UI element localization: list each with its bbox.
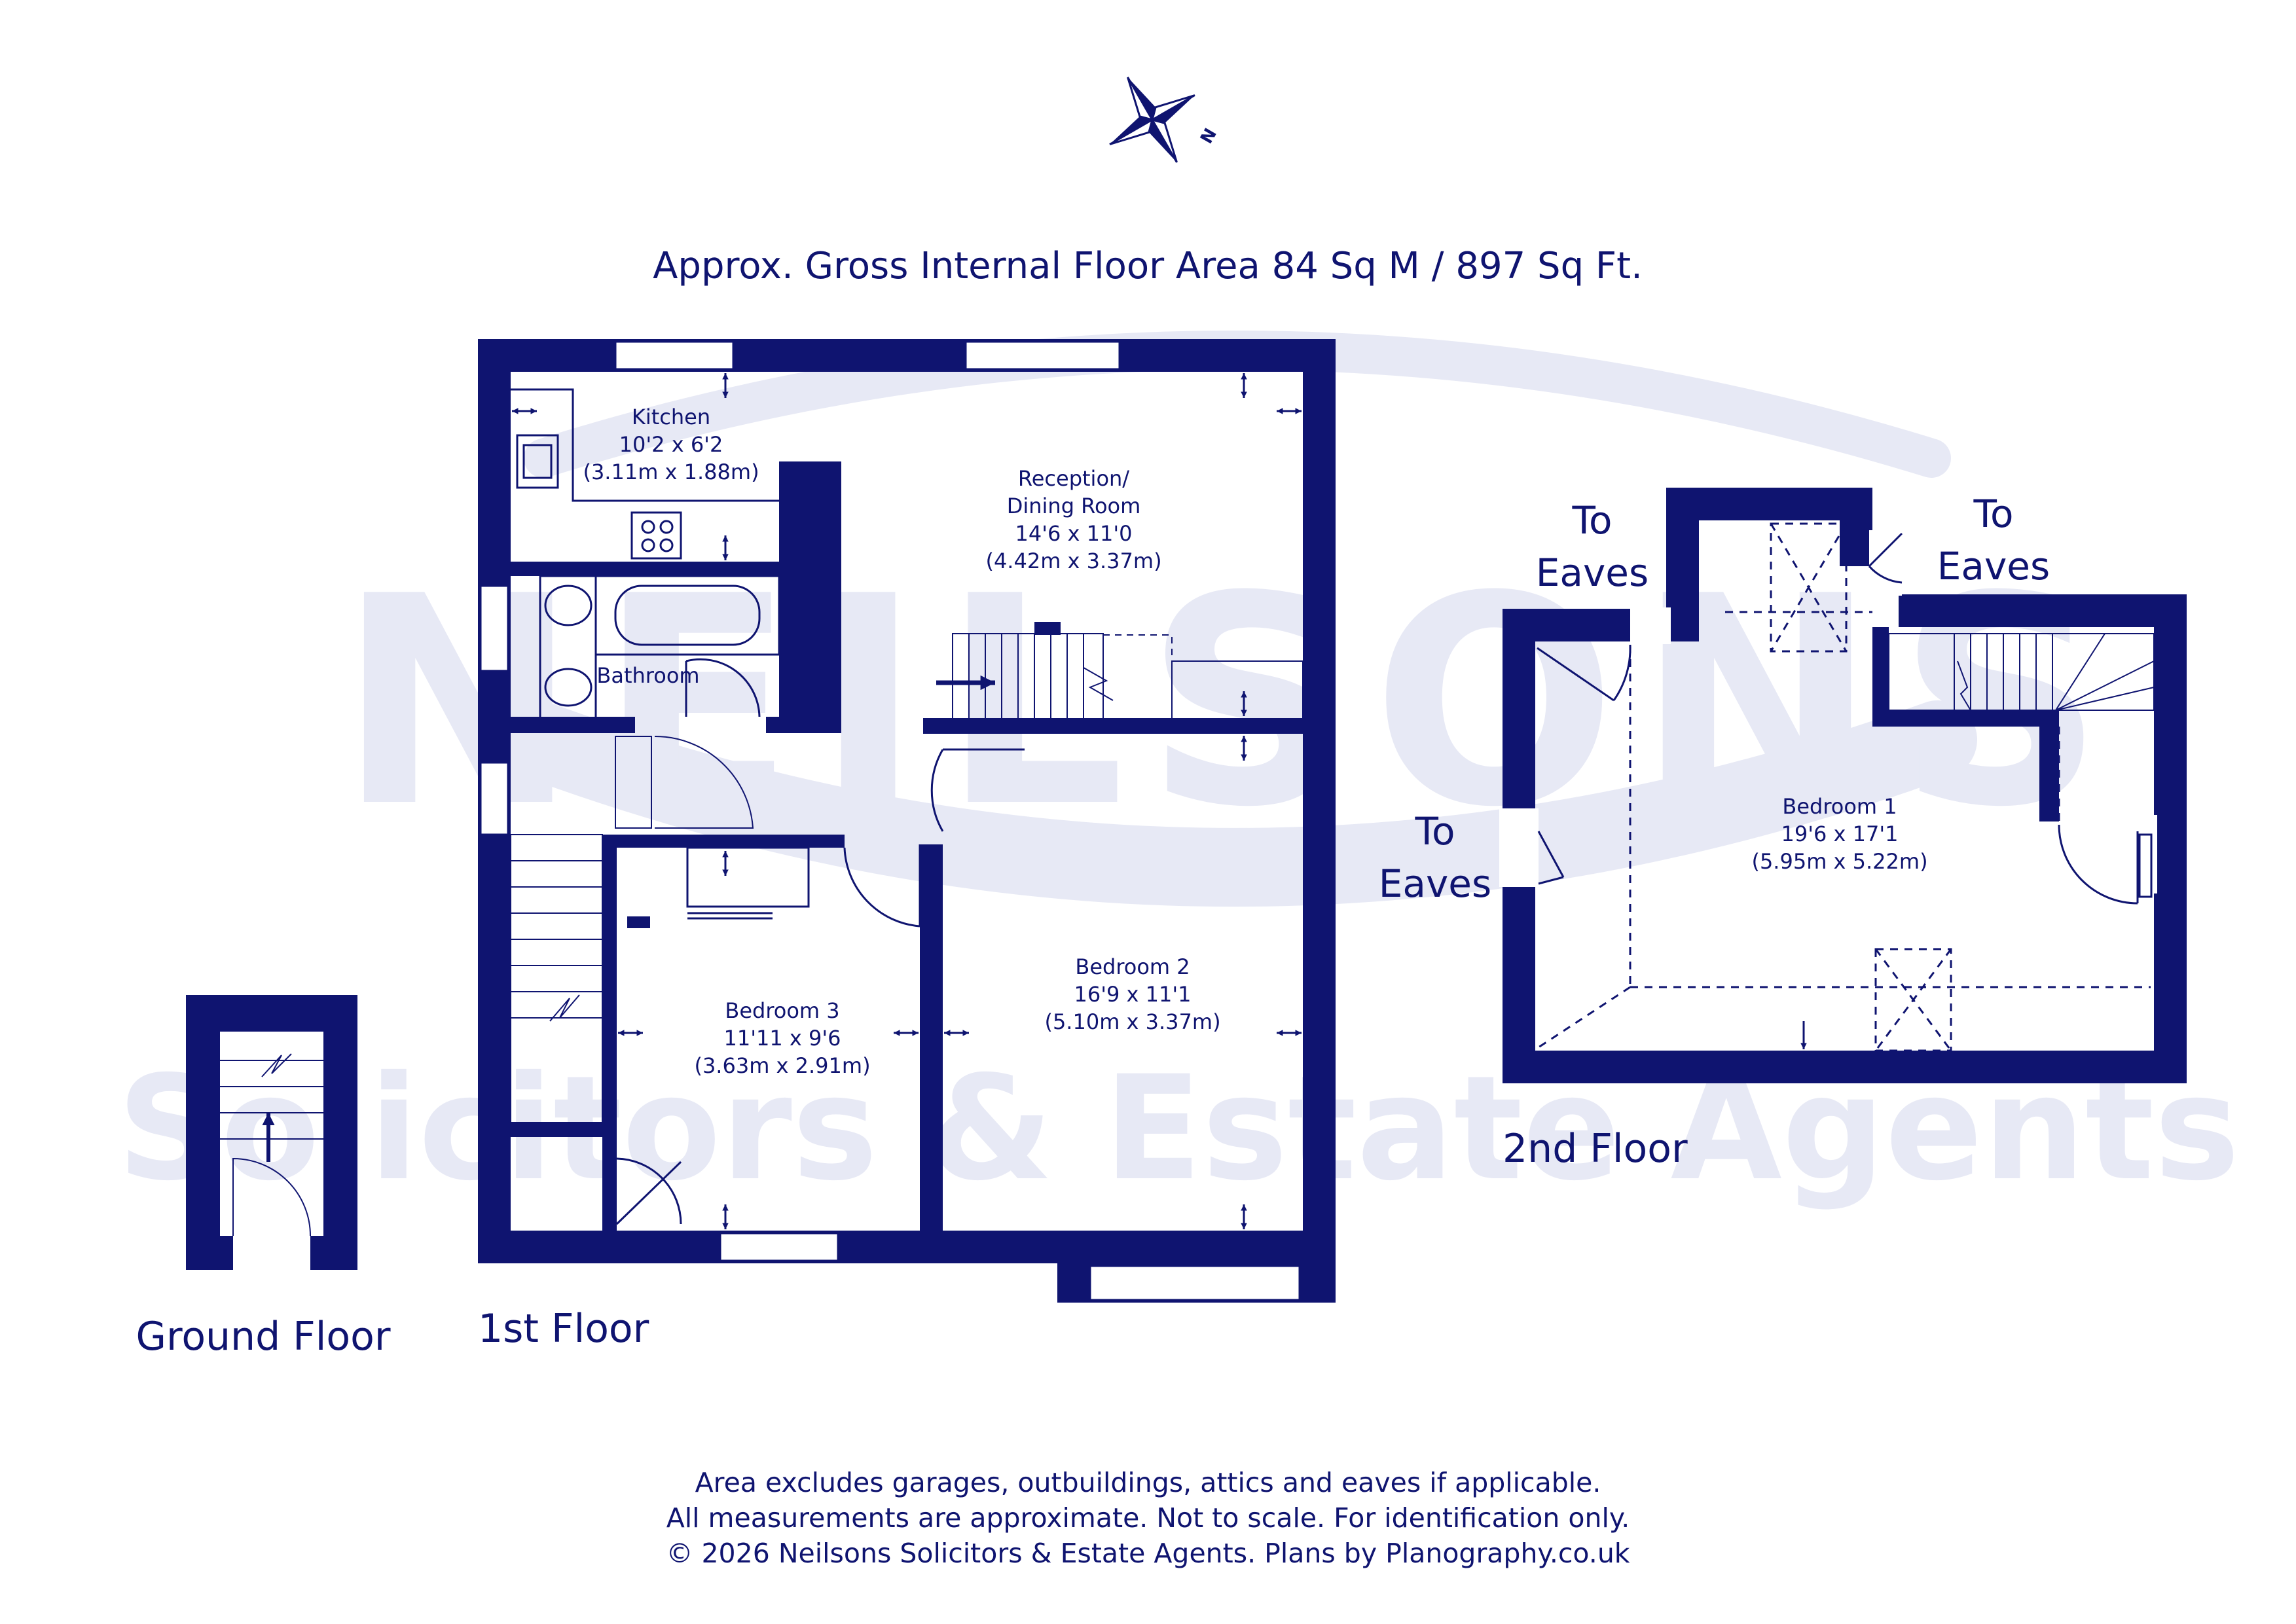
room-label-bedroom-2: Bedroom 2 16'9 x 11'1 (5.10m x 3.37m) <box>1044 954 1220 1034</box>
room-label-reception: Reception/ Dining Room 14'6 x 11'0 (4.42… <box>985 466 1161 573</box>
room-size-metric: (3.11m x 1.88m) <box>583 460 759 484</box>
eaves-text: Eaves <box>1536 550 1649 595</box>
room-name: Kitchen <box>632 405 710 429</box>
floor-area-title: Approx. Gross Internal Floor Area 84 Sq … <box>653 245 1643 287</box>
ground-floor-plan <box>186 995 357 1270</box>
room-name: Reception/ <box>1018 466 1129 491</box>
footer-line: © 2026 Neilsons Solicitors & Estate Agen… <box>666 1538 1630 1569</box>
room-label-bathroom: Bathroom <box>596 663 699 688</box>
room-name: Bedroom 2 <box>1075 954 1190 979</box>
eaves-text: To <box>1571 498 1612 543</box>
floor-label-first: 1st Floor <box>478 1306 649 1352</box>
room-label-bedroom-3: Bedroom 3 11'11 x 9'6 (3.63m x 2.91m) <box>694 998 870 1078</box>
first-floor-plan <box>478 339 1336 1303</box>
second-floor-plan <box>1499 488 2187 1083</box>
eaves-label-left: To Eaves <box>1379 809 1491 906</box>
room-size-imperial: 14'6 x 11'0 <box>1015 521 1132 546</box>
room-name: Bedroom 1 <box>1782 794 1897 819</box>
floor-label-ground: Ground Floor <box>136 1314 390 1360</box>
eaves-text: To <box>1414 809 1455 854</box>
room-label-bedroom-1: Bedroom 1 19'6 x 17'1 (5.95m x 5.22m) <box>1751 794 1927 874</box>
compass-north-label: N <box>1197 125 1221 147</box>
eaves-text: Eaves <box>1937 544 2050 588</box>
room-size-imperial: 16'9 x 11'1 <box>1074 982 1191 1007</box>
footer-line: All measurements are approximate. Not to… <box>666 1502 1630 1534</box>
floor-label-second: 2nd Floor <box>1503 1126 1688 1172</box>
eaves-text: Eaves <box>1379 861 1491 906</box>
room-size-metric: (3.63m x 2.91m) <box>694 1053 870 1078</box>
eaves-text: To <box>1973 492 2013 536</box>
room-size-imperial: 10'2 x 6'2 <box>619 432 723 457</box>
room-name: Bedroom 3 <box>725 998 839 1023</box>
watermark-brand: NEILSONS <box>338 535 2124 870</box>
room-size-imperial: 19'6 x 17'1 <box>1781 821 1898 846</box>
room-size-metric: (4.42m x 3.37m) <box>985 549 1161 573</box>
eaves-label-top-left: To Eaves <box>1536 498 1649 595</box>
room-size-metric: (5.95m x 5.22m) <box>1751 849 1927 874</box>
room-name: Dining Room <box>1007 494 1141 518</box>
room-size-imperial: 11'11 x 9'6 <box>723 1026 841 1051</box>
footer-line: Area excludes garages, outbuildings, att… <box>695 1467 1601 1498</box>
compass-icon <box>1109 77 1195 163</box>
room-label-kitchen: Kitchen 10'2 x 6'2 (3.11m x 1.88m) <box>583 405 759 484</box>
eaves-label-top-right: To Eaves <box>1937 492 2050 588</box>
room-size-metric: (5.10m x 3.37m) <box>1044 1009 1220 1034</box>
footer-disclaimer: Area excludes garages, outbuildings, att… <box>0 1465 2296 1571</box>
